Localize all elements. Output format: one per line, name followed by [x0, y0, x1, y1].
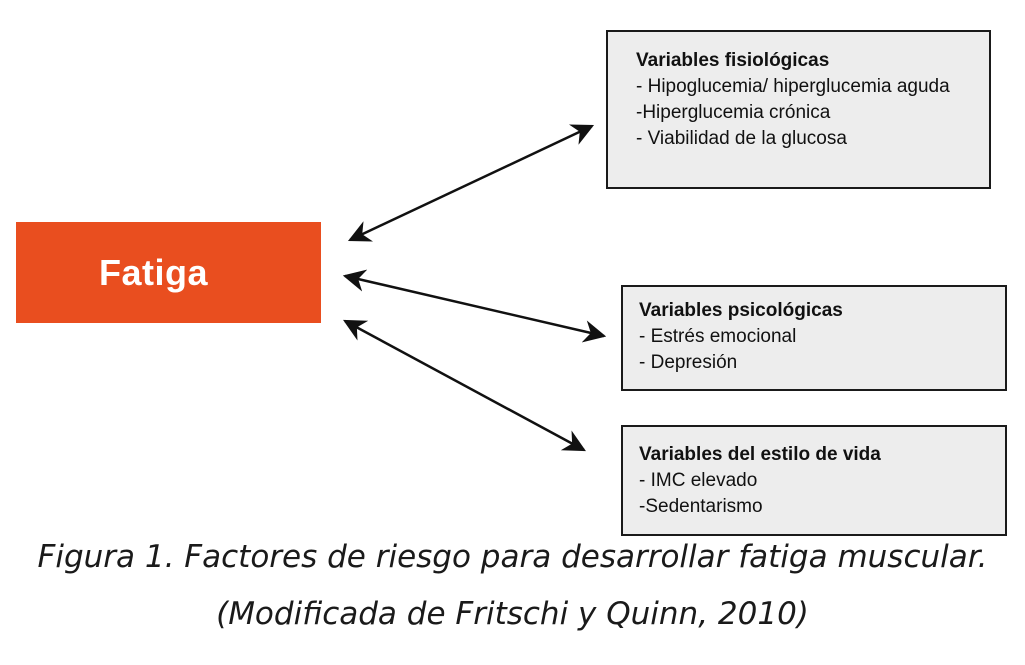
list-item: - IMC elevado [639, 470, 758, 491]
figure-caption: Figura 1. Factores de riesgo para desarr… [37, 539, 988, 575]
box-variables-psicologicas: Variables psicológicas - Estrés emociona… [621, 285, 1007, 391]
arrow-fisiologicas [347, 124, 595, 242]
box-title: Variables fisiológicas [636, 50, 830, 71]
box-variables-estilo-de-vida: Variables del estilo de vida - IMC eleva… [621, 425, 1007, 536]
list-item: - Hipoglucemia/ hiperglucemia aguda [636, 76, 950, 97]
list-item: - Estrés emocional [639, 326, 797, 347]
arrow-psicologicas [342, 269, 607, 343]
fatiga-box: Fatiga [16, 222, 321, 323]
list-item: -Hiperglucemia crónica [636, 102, 831, 123]
list-item: -Sedentarismo [639, 496, 763, 517]
figure-caption-source: (Modificada de Fritschi y Quinn, 2010) [216, 596, 809, 632]
arrow-estilo-vida [343, 319, 586, 452]
list-item: - Depresión [639, 352, 738, 373]
box-variables-fisiologicas: Variables fisiológicas - Hipoglucemia/ h… [606, 30, 991, 189]
list-item: - Viabilidad de la glucosa [636, 128, 847, 149]
box-title: Variables psicológicas [639, 300, 843, 321]
box-title: Variables del estilo de vida [639, 444, 881, 465]
fatiga-label: Fatiga [98, 251, 208, 293]
